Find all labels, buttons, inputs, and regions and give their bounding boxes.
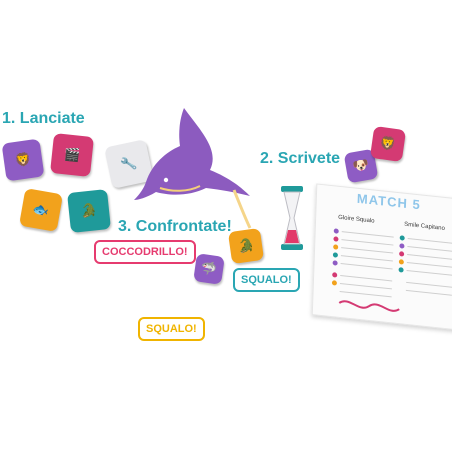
sheet-dot (331, 280, 338, 286)
sheet-dot (332, 272, 338, 278)
sheet-line (407, 238, 452, 244)
sheet-line (341, 239, 394, 246)
sheet-dot (333, 244, 339, 250)
die-purple-mid: 🦈 (193, 253, 225, 285)
sheet-line (341, 231, 394, 238)
sheet-line (339, 282, 392, 290)
sheet-line (407, 254, 452, 260)
die-orange-mid: 🐊 (227, 227, 265, 265)
sheet-column-right: Smile Capitano (404, 221, 445, 232)
sheet-line (340, 275, 393, 282)
sheet-dot (399, 251, 405, 257)
lion-icon: 🦁 (379, 134, 398, 153)
sheet-dot (398, 259, 404, 265)
bubble-coccodrillo: COCCODRILLO! (94, 240, 196, 264)
sheet-line (407, 246, 452, 252)
lion-icon: 🦁 (13, 150, 32, 169)
die-purple: 🦁 (1, 138, 45, 182)
sheet-dot (399, 243, 405, 249)
score-sheet: MATCH 5 Gloire Squalo Smile Capitano (311, 183, 452, 331)
sheet-line (405, 289, 452, 296)
sheet-line (406, 269, 452, 276)
step-launch-label: 1. Lanciate (2, 110, 85, 127)
fish-icon: 🐟 (31, 200, 51, 219)
sheet-column-left: Gloire Squalo (338, 214, 375, 225)
sheet-dot (399, 235, 405, 241)
bubble-squalo-right: SQUALO! (233, 268, 300, 292)
sheet-dot (333, 228, 339, 234)
sheet-dot (332, 260, 338, 266)
hourglass-icon (281, 186, 303, 250)
step-write-label: 2. Scrivete (260, 150, 341, 167)
sheet-line (406, 261, 452, 268)
sheet-dot (332, 252, 338, 258)
film-icon: 🎬 (63, 146, 81, 163)
sheet-line (340, 255, 393, 262)
sheet-dot (333, 236, 339, 242)
die-orange: 🐟 (18, 187, 64, 233)
step-compare-label: 3. Confrontate! (118, 218, 232, 235)
sheet-dot (398, 267, 404, 273)
sheet-line (406, 281, 452, 288)
crocodile-icon: 🐊 (236, 236, 255, 255)
bubble-squalo-left: SQUALO! (138, 317, 205, 341)
die-magenta: 🎬 (50, 133, 94, 177)
shark-icon: 🦈 (200, 259, 219, 278)
die-magenta-right: 🦁 (369, 125, 407, 163)
dog-icon: 🐶 (351, 156, 371, 175)
sheet-doodle (338, 300, 400, 312)
shark-icon (134, 108, 252, 229)
sheet-title: MATCH 5 (356, 190, 421, 213)
sheet-line (341, 247, 394, 254)
die-teal: 🐊 (67, 189, 111, 233)
sheet-line (340, 263, 393, 270)
crocodile-icon: 🐊 (80, 202, 98, 219)
